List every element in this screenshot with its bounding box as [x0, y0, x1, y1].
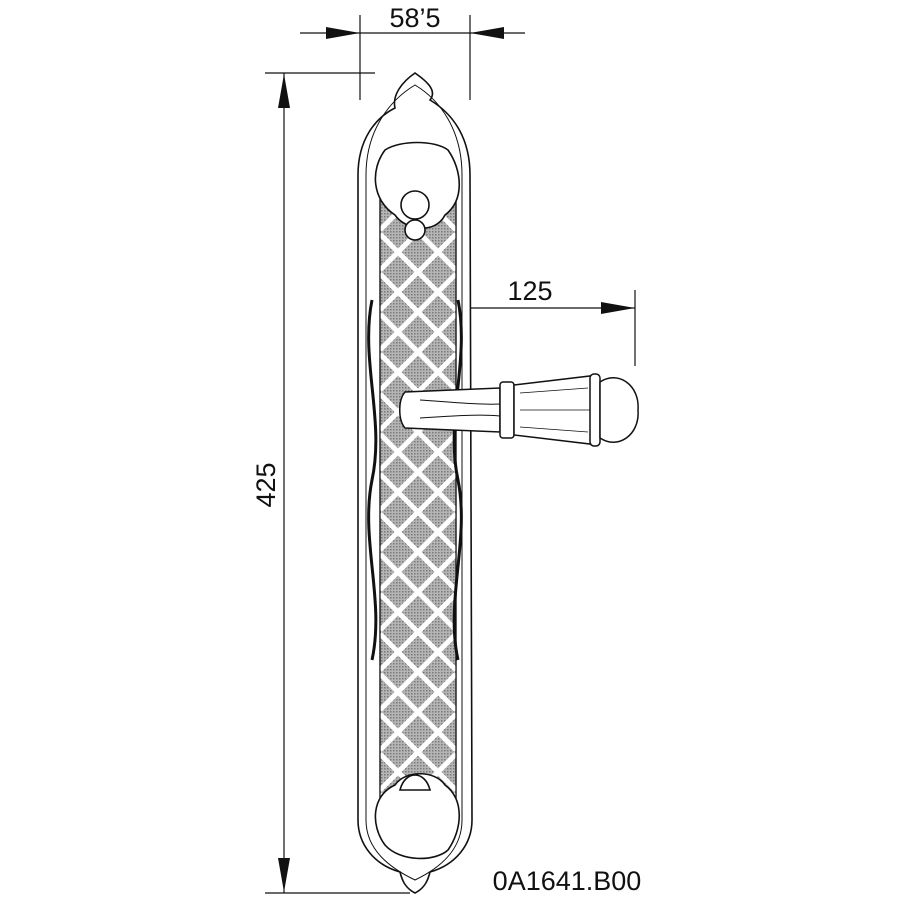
width-dimension	[300, 15, 525, 100]
lattice-bar	[380, 672, 456, 752]
lever-handle	[399, 373, 639, 447]
lattice-bar	[380, 272, 456, 352]
lattice-bar	[380, 712, 456, 792]
lattice-bar	[380, 512, 456, 592]
lattice-bar	[380, 432, 456, 512]
height-dimension-label: 425	[251, 462, 281, 507]
projection-dimension-label: 125	[507, 276, 552, 306]
width-dimension-label: 58’5	[389, 3, 440, 33]
product-code: 0A1641.B00	[493, 866, 642, 896]
backplate	[357, 72, 473, 894]
lattice-bar	[380, 632, 456, 712]
lattice-bar	[380, 552, 456, 632]
lattice-bar	[380, 232, 456, 312]
lattice-bar	[380, 312, 456, 392]
lattice-bar	[380, 472, 456, 552]
height-dimension	[265, 72, 410, 894]
lattice-bar	[380, 592, 456, 672]
